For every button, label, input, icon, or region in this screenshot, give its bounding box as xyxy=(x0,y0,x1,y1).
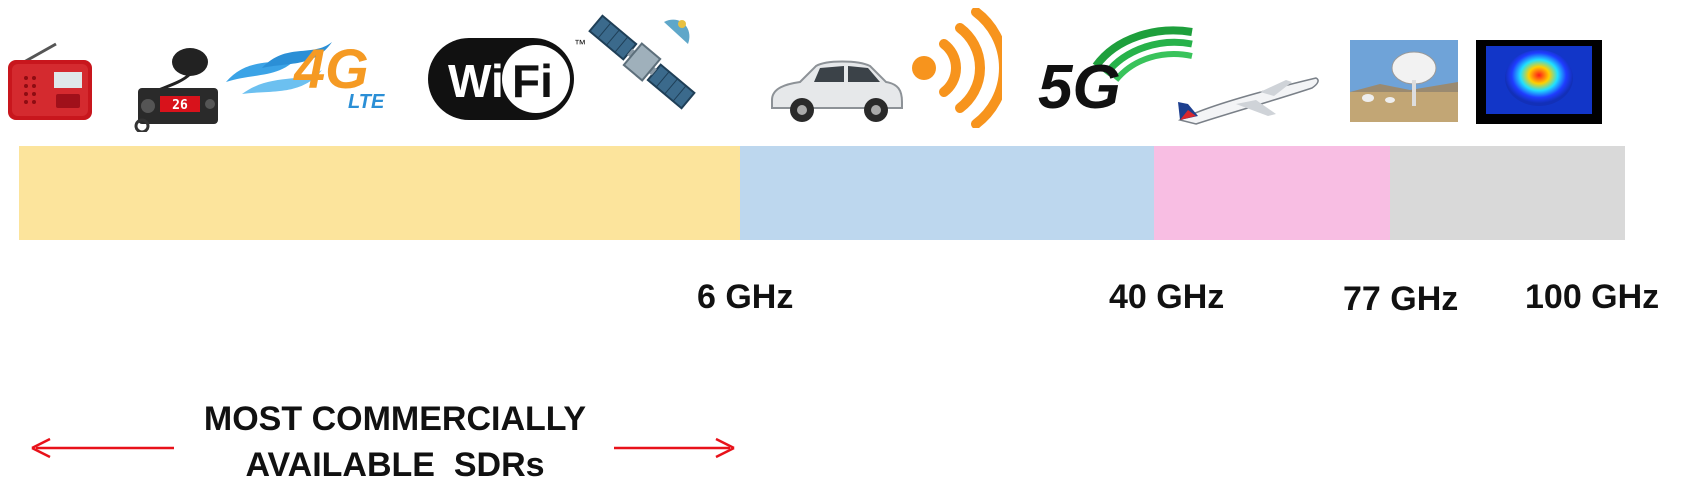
satellite-icon xyxy=(580,4,704,120)
5g-text: 5G xyxy=(1038,53,1121,114)
band-77-100ghz xyxy=(1390,146,1625,240)
wifi-logo: Wi Fi ™ xyxy=(426,34,592,122)
car-icon xyxy=(766,50,906,126)
cb-radio-icon: 26 xyxy=(130,44,222,132)
cb-radio-display: 26 xyxy=(172,98,188,113)
4g-lte-logo: 4G LTE xyxy=(222,22,402,118)
wifi-wi-text: Wi xyxy=(448,55,504,107)
sdr-left-arrow xyxy=(30,436,176,460)
lte-text: LTE xyxy=(348,91,385,113)
freq-label-40ghz: 40 GHz xyxy=(1109,278,1225,316)
freq-label-77ghz: 77 GHz xyxy=(1343,280,1459,318)
sdr-range-label: MOST COMMERCIALLY AVAILABLE SDRs xyxy=(150,396,640,488)
wifi-fi-text: Fi xyxy=(512,55,553,107)
sdr-label-line1: MOST COMMERCIALLY xyxy=(203,400,587,438)
freq-label-6ghz: 6 GHz xyxy=(697,278,794,316)
radio-telescope-icon xyxy=(1350,40,1458,122)
band-6-40ghz xyxy=(740,146,1154,240)
sdr-right-arrow xyxy=(614,436,736,460)
band-below-6ghz xyxy=(19,146,740,240)
freq-label-100ghz: 100 GHz xyxy=(1525,278,1660,316)
wireless-signal-icon xyxy=(910,8,1002,128)
heatmap-image xyxy=(1476,40,1602,124)
4g-text: 4G xyxy=(293,37,369,100)
5g-logo: 5G xyxy=(1036,18,1196,114)
portable-radio-icon xyxy=(4,40,96,122)
band-40-77ghz xyxy=(1154,146,1390,240)
wifi-tm-text: ™ xyxy=(574,37,586,51)
sdr-label-line2: AVAILABLE SDRs xyxy=(245,446,545,484)
airplane-icon xyxy=(1176,70,1322,130)
